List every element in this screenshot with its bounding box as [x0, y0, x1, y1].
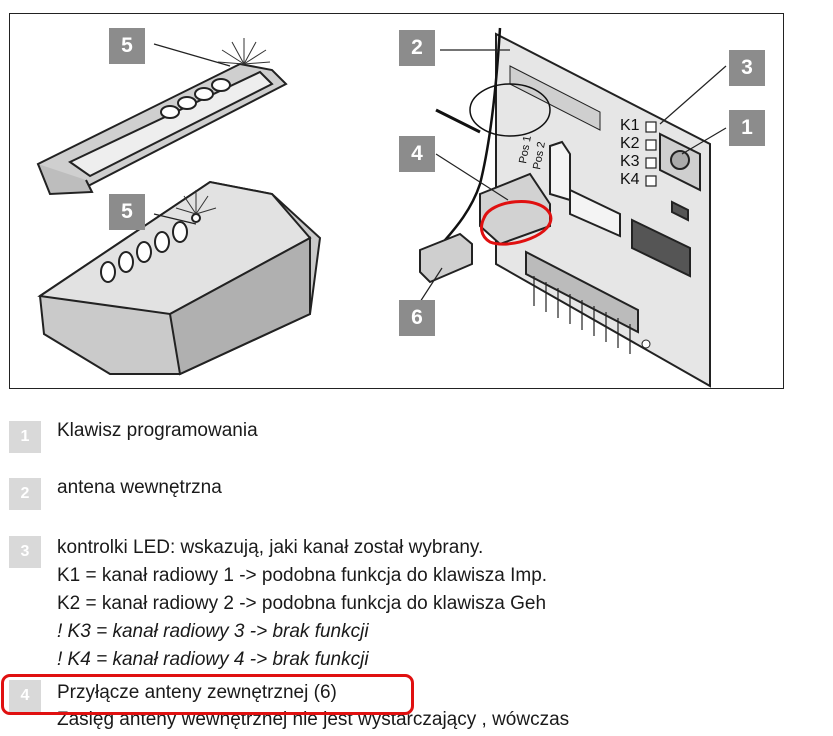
legend-badge-1: 1: [9, 421, 41, 453]
callout-5-box: 5: [109, 194, 145, 230]
legend-text: K2 = kanał radiowy 2 -> podobna funkcja …: [57, 593, 547, 614]
callout-4: 4: [399, 136, 435, 172]
legend-badge-3: 3: [9, 536, 41, 568]
callout-2: 2: [399, 30, 435, 66]
red-circle-mark: [480, 200, 553, 246]
led-rays-bottom: [175, 190, 217, 215]
leader-lines: [153, 43, 727, 303]
receiver-box-drawing: [37, 180, 322, 376]
pos2-label: Pos 2: [531, 141, 548, 171]
antenna-wire: [435, 27, 551, 247]
legend-text: K1 = kanał radiowy 1 -> podobna funkcja …: [57, 565, 548, 586]
handheld-remote-drawing: [36, 62, 288, 196]
board-text: K1 K2 K3 K4 Pos 1 Pos 2: [517, 117, 640, 188]
led-label-k2: K2: [620, 135, 640, 152]
led-label-k4: K4: [620, 171, 640, 188]
led-label-k1: K1: [620, 117, 640, 134]
legend-text: Klawisz programowania: [57, 420, 258, 441]
legend-badge-4: 4: [9, 680, 41, 712]
legend-text: Przyłącze anteny zewnętrznej (6): [57, 682, 337, 703]
legend-text: kontrolki LED: wskazują, jaki kanał zost…: [57, 537, 484, 558]
circuit-board-drawing: [479, 32, 711, 388]
legend-badge-2: 2: [9, 478, 41, 510]
legend-text: ! K3 = kanał radiowy 3 -> brak funkcji: [57, 621, 369, 642]
red-highlight-box: [1, 674, 414, 715]
pos1-label: Pos 1: [517, 135, 534, 165]
illustration-panel: K1 K2 K3 K4 Pos 1 Pos 2 5 5 2 3 1 4 6: [9, 13, 784, 389]
callout-6: 6: [399, 300, 435, 336]
led-label-k3: K3: [620, 153, 640, 170]
legend-text: antena wewnętrzna: [57, 477, 222, 498]
led-rays-top: [217, 38, 271, 65]
callout-1: 1: [729, 110, 765, 146]
connector-6-drawing: [419, 232, 473, 284]
legend-text: ! K4 = kanał radiowy 4 -> brak funkcji: [57, 649, 369, 670]
illustration-drawing: K1 K2 K3 K4 Pos 1 Pos 2: [36, 27, 727, 388]
callout-5-remote: 5: [109, 28, 145, 64]
callout-3: 3: [729, 50, 765, 86]
